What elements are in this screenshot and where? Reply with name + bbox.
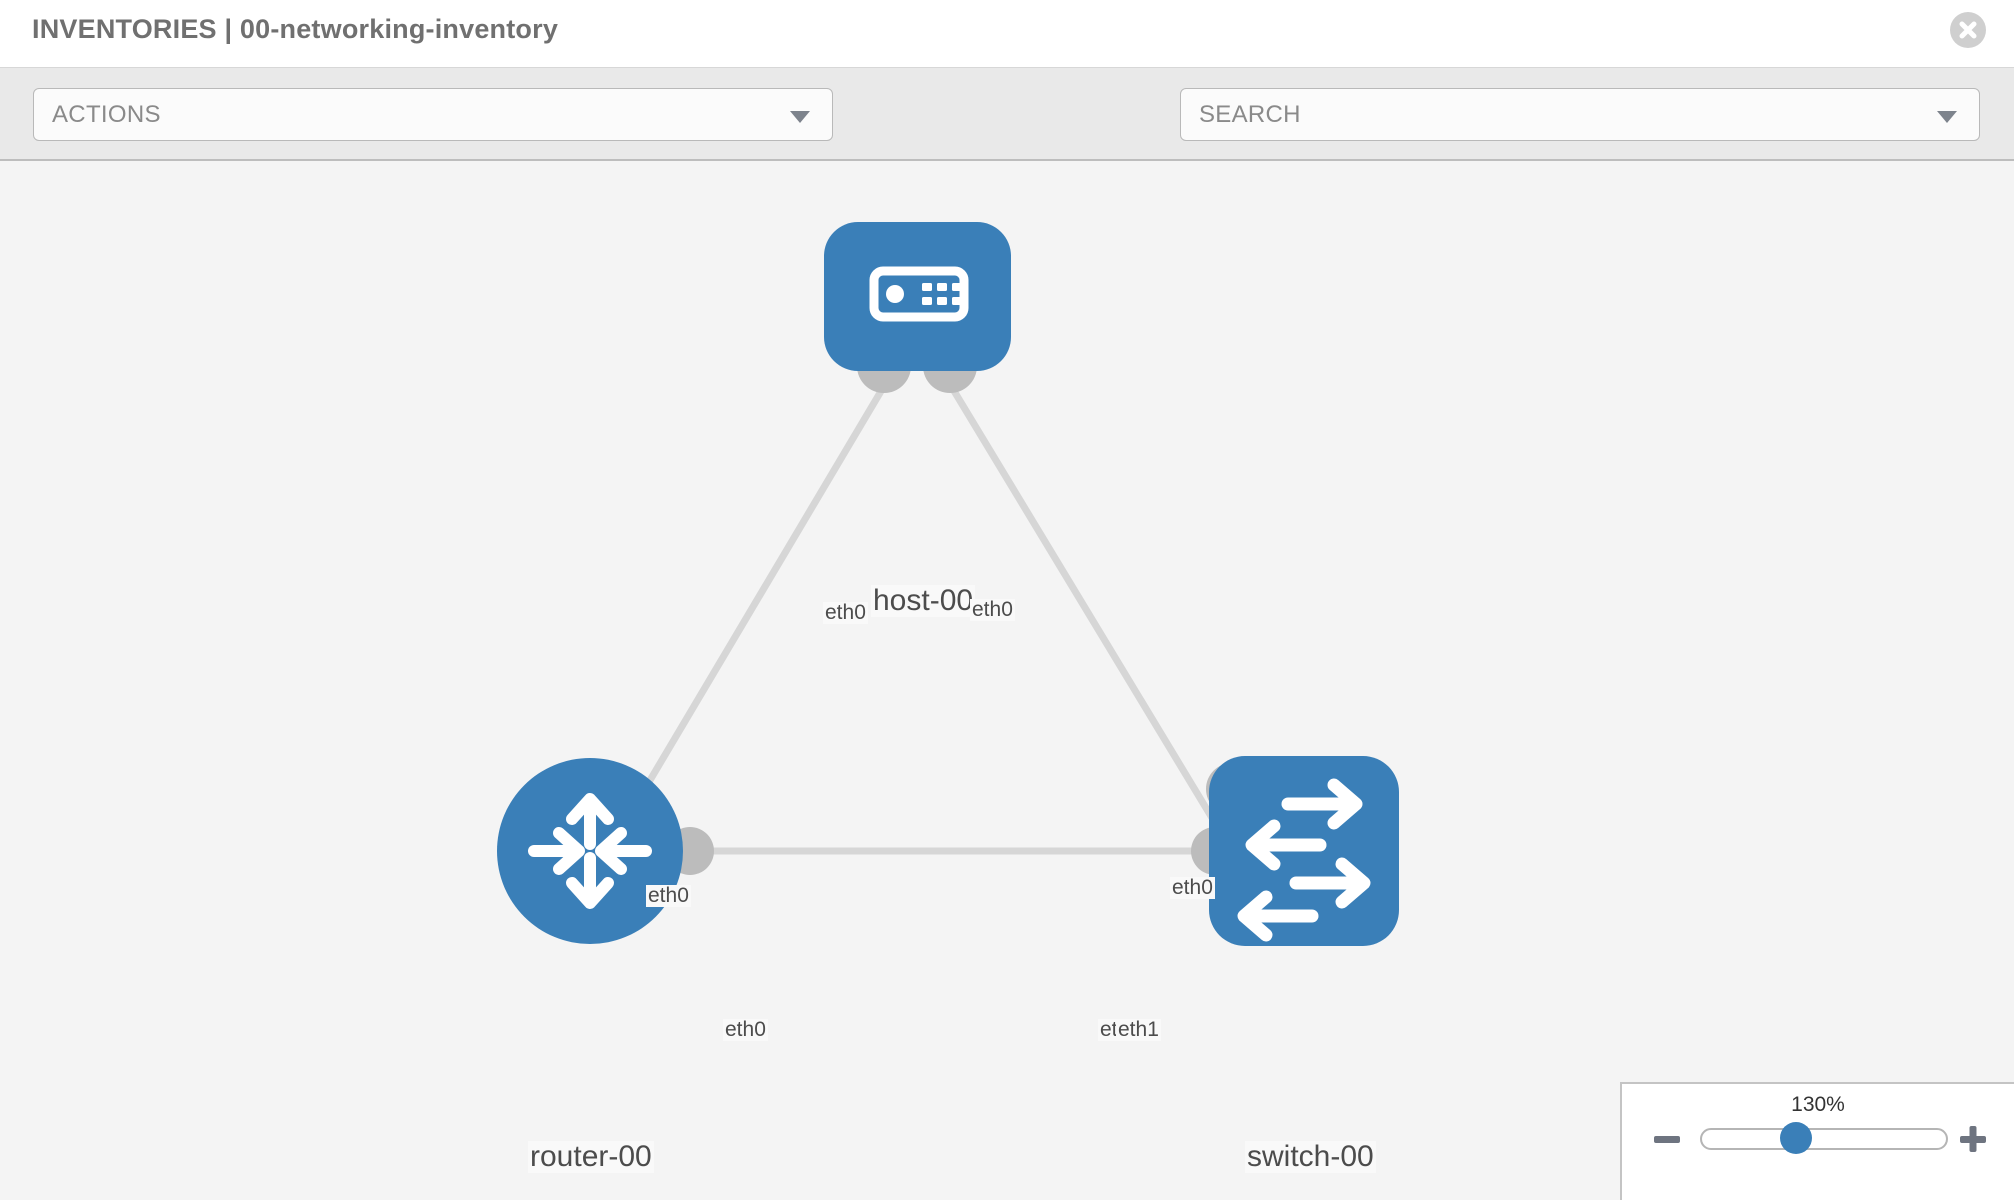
node-host-00[interactable] bbox=[824, 222, 1011, 371]
node-label-switch-00: switch-00 bbox=[1245, 1140, 1376, 1173]
minus-icon bbox=[1654, 1136, 1680, 1143]
node-label-router-00: router-00 bbox=[528, 1140, 654, 1173]
actions-dropdown-label: ACTIONS bbox=[52, 101, 161, 128]
switch-arrows-icon bbox=[1237, 778, 1371, 942]
iface-label-router-eth0-right: eth0 bbox=[723, 1018, 768, 1042]
search-placeholder: SEARCH bbox=[1199, 101, 1301, 128]
iface-label-switch-eth1: eth1 bbox=[1116, 1018, 1161, 1042]
zoom-control-panel: 130% bbox=[1620, 1082, 2014, 1200]
router-arrows-icon bbox=[528, 793, 652, 909]
iface-label-host-eth0-right: eth0 bbox=[970, 598, 1015, 622]
iface-label-host-eth0-left: eth0 bbox=[823, 601, 868, 625]
link-host-router bbox=[604, 372, 894, 855]
zoom-slider-track[interactable] bbox=[1700, 1128, 1948, 1150]
chevron-down-icon bbox=[790, 111, 810, 123]
link-host-switch bbox=[941, 372, 1236, 855]
plus-icon bbox=[1960, 1126, 1986, 1152]
node-switch-00[interactable] bbox=[1209, 756, 1399, 946]
topology-graph bbox=[497, 222, 1399, 946]
iface-label-router-eth0-up: eth0 bbox=[646, 884, 691, 908]
node-label-host-00: host-00 bbox=[871, 584, 976, 617]
actions-dropdown[interactable]: ACTIONS bbox=[33, 88, 833, 141]
zoom-out-button[interactable] bbox=[1650, 1122, 1684, 1156]
page-header: INVENTORIES | 00-networking-inventory bbox=[0, 0, 2014, 68]
zoom-slider-thumb[interactable] bbox=[1780, 1122, 1812, 1154]
iface-label-switch-eth0-up: eth0 bbox=[1170, 876, 1215, 900]
zoom-level-label: 130% bbox=[1791, 1093, 1845, 1116]
toolbar: ACTIONS SEARCH bbox=[0, 68, 2014, 199]
close-icon bbox=[1959, 21, 1977, 39]
page-title: INVENTORIES | 00-networking-inventory bbox=[32, 14, 559, 44]
topology-canvas[interactable]: host-00 router-00 switch-00 eth0 eth0 et… bbox=[0, 161, 2014, 1200]
chevron-down-icon bbox=[1937, 111, 1957, 123]
close-button[interactable] bbox=[1950, 12, 1986, 48]
search-input[interactable]: SEARCH bbox=[1180, 88, 1980, 141]
node-router-00[interactable] bbox=[497, 758, 683, 944]
server-icon bbox=[869, 266, 969, 322]
zoom-in-button[interactable] bbox=[1956, 1122, 1990, 1156]
